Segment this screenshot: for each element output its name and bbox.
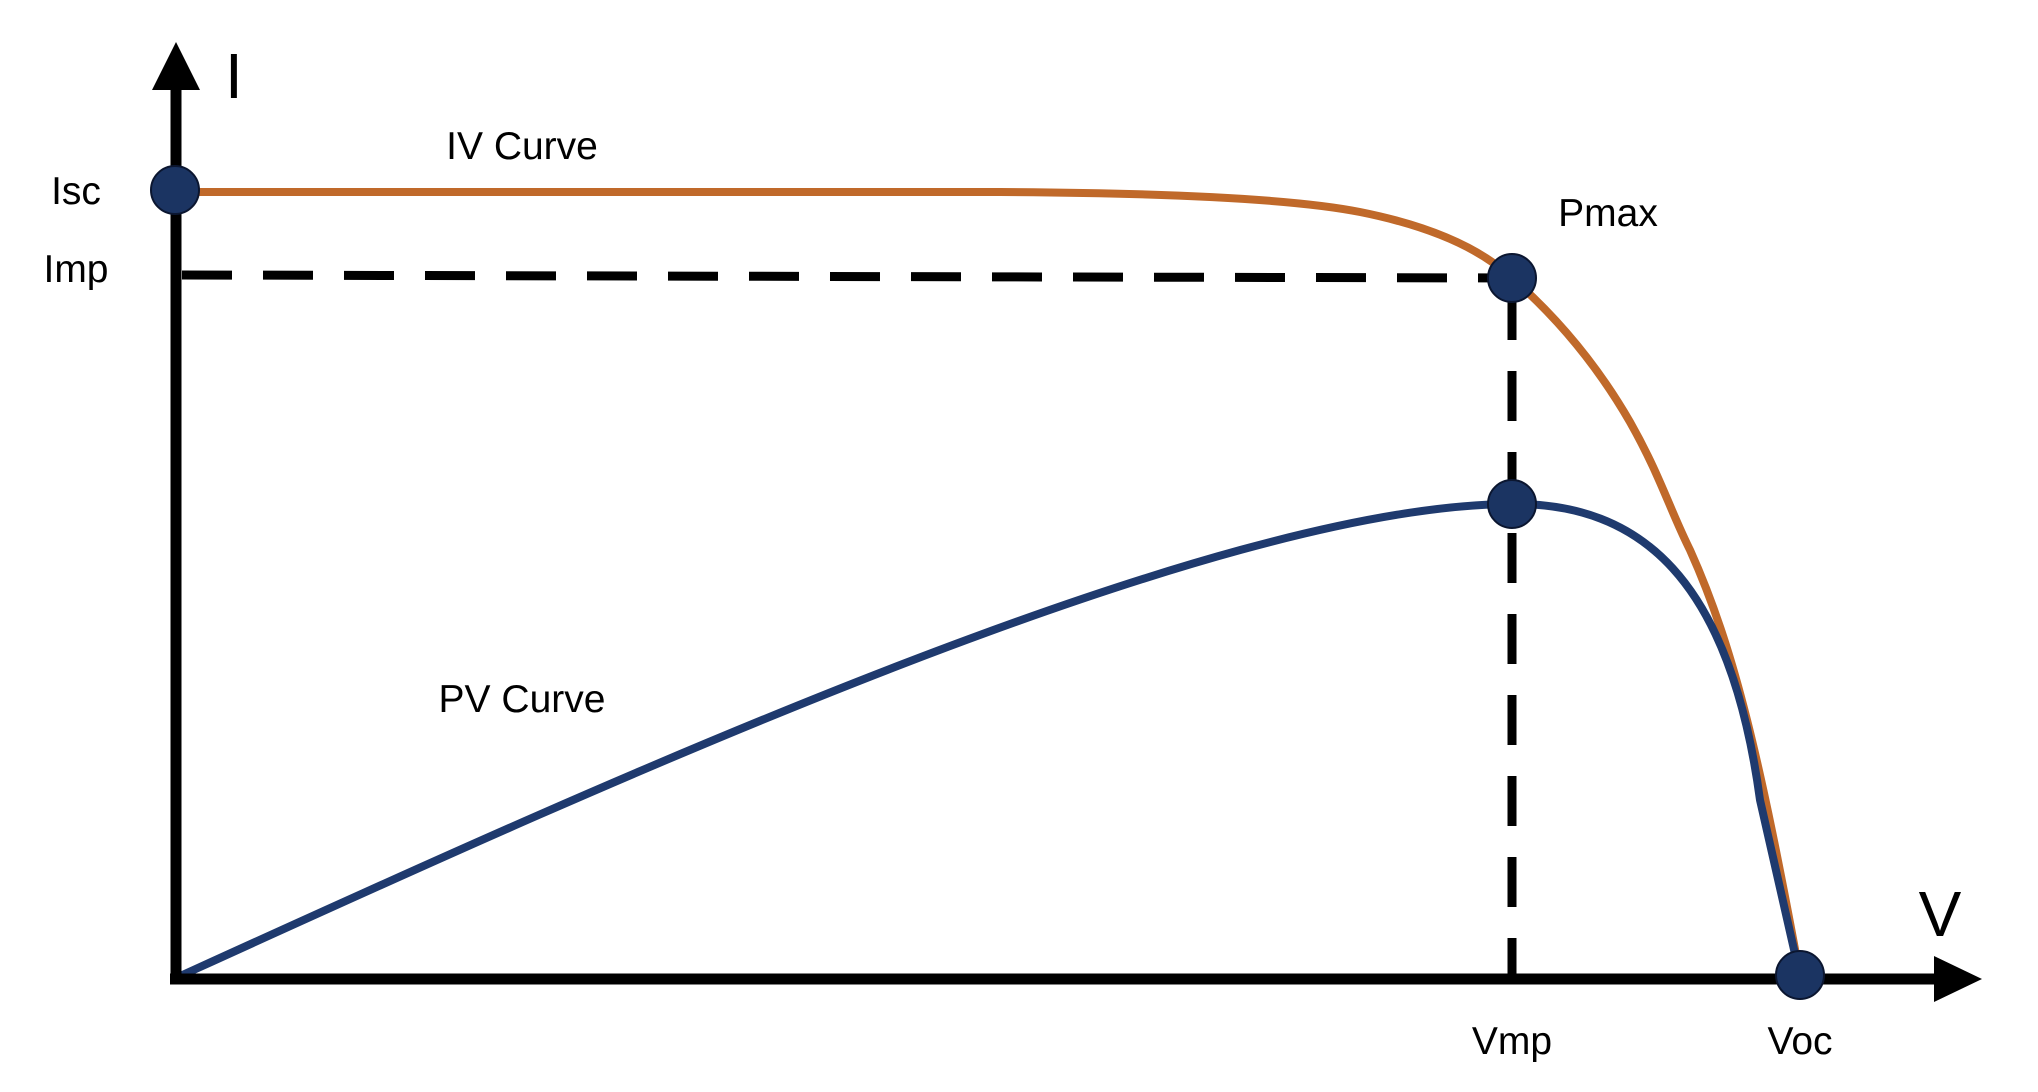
iv-curve-line [172, 188, 1804, 980]
isc-marker [150, 165, 200, 215]
x-axis-label: V [1919, 878, 1962, 950]
iv-curve-label: IV Curve [446, 125, 598, 168]
pmax-label: Pmax [1558, 192, 1658, 235]
y-axis-arrowhead [152, 42, 200, 90]
y-axis-label: I [225, 40, 243, 112]
isc-label: Isc [51, 170, 101, 213]
pmax-iv-marker [1487, 253, 1537, 303]
imp-guide-line [181, 270, 1513, 283]
pv-curve-label: PV Curve [439, 678, 606, 721]
vmp-label: Vmp [1472, 1020, 1552, 1063]
imp-label: Imp [43, 248, 108, 291]
pmax-pv-marker [1487, 479, 1537, 529]
x-axis-arrowhead [1934, 956, 1982, 1002]
voc-label: Voc [1767, 1020, 1832, 1063]
voc-marker [1775, 950, 1825, 1000]
pv-curve-line [172, 499, 1804, 982]
